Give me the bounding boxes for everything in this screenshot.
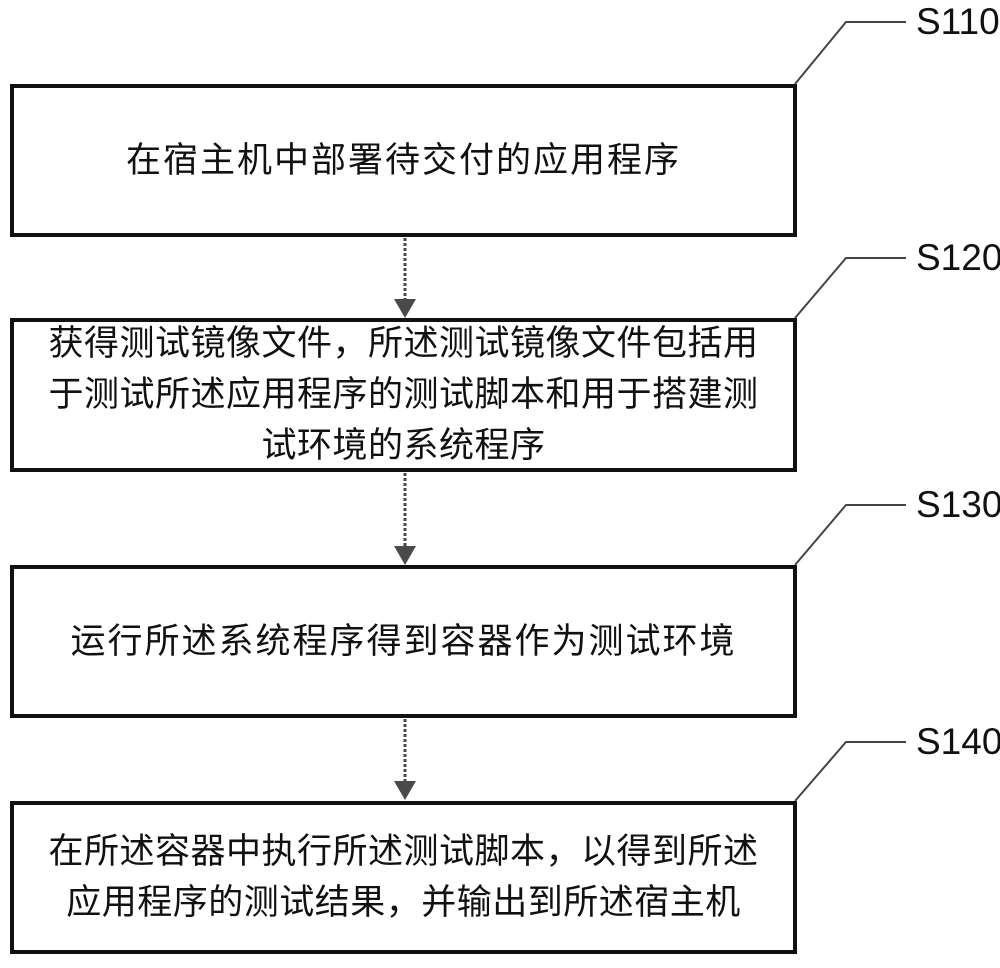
flow-box-s120: 获得测试镜像文件，所述测试镜像文件包括用 于测试所述应用程序的测试脚本和用于搭建… <box>10 318 797 472</box>
flow-box-text: 在所述容器中执行所述测试脚本，以得到所述 <box>48 831 759 872</box>
flow-box-s130: 运行所述系统程序得到容器作为测试环境 <box>10 565 797 718</box>
step-label-s130: S130 <box>916 484 1000 525</box>
arrow-s120-to-s130 <box>394 473 416 565</box>
flow-box-text: 于测试所述应用程序的测试脚本和用于搭建测 <box>48 374 759 415</box>
flow-box-text: 运行所述系统程序得到容器作为测试环境 <box>70 621 737 662</box>
flow-box-text: 在宿主机中部署待交付的应用程序 <box>125 140 681 181</box>
arrowhead-icon <box>394 299 416 318</box>
step-label-s120: S120 <box>916 237 1000 278</box>
arrowhead-icon <box>394 781 416 800</box>
arrow-s130-to-s140 <box>394 719 416 800</box>
flow-box-text: 应用程序的测试结果，并输出到所述宿主机 <box>66 882 741 923</box>
leader-line-s130 <box>794 504 906 566</box>
arrowhead-icon <box>394 546 416 565</box>
arrow-s110-to-s120 <box>394 238 416 318</box>
step-label-s110: S110 <box>916 1 1000 42</box>
flow-box-s110: 在宿主机中部署待交付的应用程序 <box>10 84 797 237</box>
leader-line-s110 <box>794 21 906 85</box>
flow-box-text: 获得测试镜像文件，所述测试镜像文件包括用 <box>48 323 759 364</box>
leader-line-s120 <box>794 257 906 319</box>
leader-line-s140 <box>794 741 906 802</box>
flow-box-s140: 在所述容器中执行所述测试脚本，以得到所述 应用程序的测试结果，并输出到所述宿主机 <box>10 801 797 954</box>
flow-box-text: 试环境的系统程序 <box>261 425 546 466</box>
step-label-s140: S140 <box>916 721 1000 762</box>
